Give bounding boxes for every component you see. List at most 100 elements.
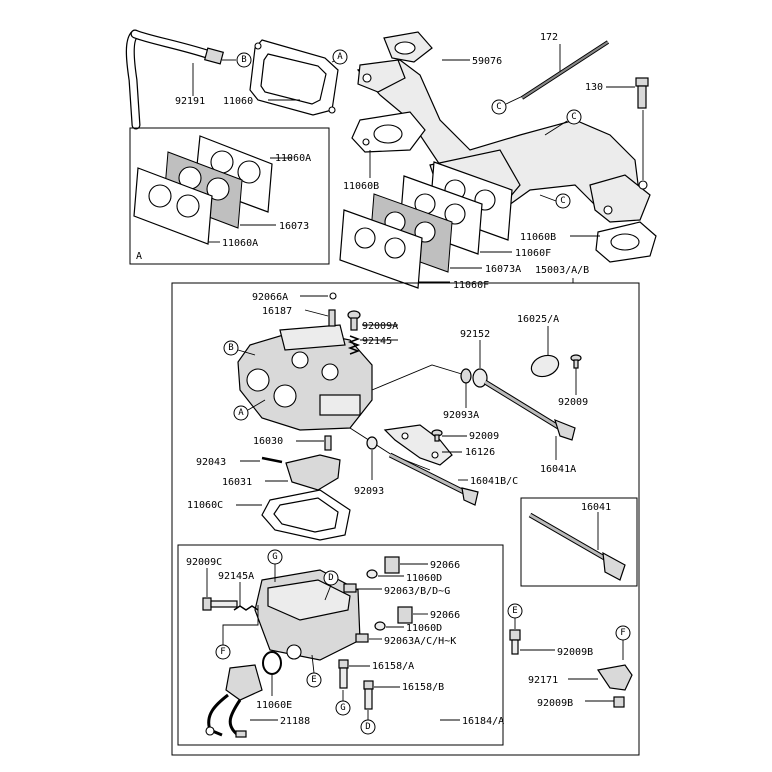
callout-g-jet: G <box>335 700 351 716</box>
part-label-92009c: 92009C <box>186 557 222 568</box>
part-label-92009b-lower: 92009B <box>537 698 573 709</box>
svg-text:E: E <box>311 675 316 685</box>
part-label-92066a: 92066A <box>252 292 288 303</box>
part-label-inset-11060a-1: 11060A <box>275 153 311 164</box>
part-label-92145a: 92145A <box>218 571 254 582</box>
washer-92093 <box>366 436 378 450</box>
plug-92066-lower <box>355 606 413 643</box>
callout-b-carb: B <box>223 340 239 356</box>
shaft-16041 <box>528 512 626 581</box>
svg-text:C: C <box>571 112 576 122</box>
gasket-11060 <box>249 39 339 116</box>
callout-f-right: F <box>615 625 631 641</box>
inset-box-a <box>129 127 330 265</box>
part-label-92063bdg: 92063/B/D~G <box>384 586 450 597</box>
screw-92009-middle <box>431 429 443 442</box>
part-label-92066-lower: 92066 <box>430 610 460 621</box>
plate-16126 <box>383 424 453 466</box>
part-label-16030: 16030 <box>253 436 283 447</box>
leader-d-bowl <box>324 584 332 601</box>
breather-hose <box>125 29 225 130</box>
inset-box-16041 <box>520 497 638 587</box>
leader-b-carb <box>237 349 256 356</box>
svg-text:C: C <box>560 196 565 206</box>
part-label-11060d-upper: 11060D <box>406 573 442 584</box>
part-label-16073a: 16073A <box>485 264 521 275</box>
jet-16158a <box>338 659 349 689</box>
part-label-16158a: 16158/A <box>372 661 414 672</box>
plug-92066a <box>329 292 337 300</box>
part-label-92043: 92043 <box>196 457 226 468</box>
part-label-130: 130 <box>585 82 603 93</box>
callout-c-2: C <box>566 109 582 125</box>
part-label-15003: 15003/A/B <box>535 265 589 276</box>
carburetor-body <box>237 324 373 431</box>
shaft-16041bc <box>388 452 479 506</box>
svg-text:D: D <box>365 722 370 732</box>
leader-f-bowl <box>222 605 259 645</box>
float-16031 <box>285 454 341 491</box>
callout-f-bowl: F <box>215 644 231 660</box>
callout-c-1: C <box>491 99 507 115</box>
leader-16187 <box>304 309 329 317</box>
gasket-11060c <box>261 489 351 541</box>
svg-text:E: E <box>512 606 517 616</box>
leader-c-2 <box>544 120 568 136</box>
part-label-16126: 16126 <box>465 447 495 458</box>
inset-gasket-middle <box>163 151 243 229</box>
callout-a-top: A <box>332 49 348 65</box>
svg-text:G: G <box>340 703 345 713</box>
stud-172 <box>520 40 610 100</box>
screw-92009a <box>347 310 361 331</box>
svg-text:G: G <box>272 552 277 562</box>
part-label-11060c: 11060C <box>187 500 223 511</box>
part-label-11060e: 11060E <box>256 700 292 711</box>
part-label-16031: 16031 <box>222 477 252 488</box>
jet-16187 <box>328 309 336 327</box>
gasket-stack-front <box>339 209 423 289</box>
screw-92009b-upper <box>509 629 521 655</box>
pin-92043 <box>261 456 283 464</box>
spring-92145a <box>233 605 259 611</box>
screw-92009b-lower <box>613 696 625 708</box>
part-label-92066-upper: 92066 <box>430 560 460 571</box>
callout-e-bowl: E <box>306 672 322 688</box>
svg-text:F: F <box>620 628 625 638</box>
callout-d-jet: D <box>360 719 376 735</box>
shaft-16041a <box>483 379 576 441</box>
svg-text:A: A <box>238 408 244 418</box>
part-label-11060f-2: 11060F <box>453 280 489 291</box>
float-bowl-box <box>177 544 504 746</box>
part-label-16187: 16187 <box>262 306 292 317</box>
svg-text:D: D <box>328 573 333 583</box>
leader-c-3 <box>539 194 557 202</box>
part-label-92093a: 92093A <box>443 410 479 421</box>
svg-text:B: B <box>241 55 246 65</box>
callout-g-bowl: G <box>267 549 283 565</box>
part-label-92063achk: 92063A/C/H~K <box>384 636 456 647</box>
spring-92145 <box>347 335 361 355</box>
leader-a-carb <box>247 399 266 411</box>
plug-92066-upper <box>343 556 400 593</box>
part-label-16041a: 16041A <box>540 464 576 475</box>
inset-gasket-front <box>133 167 213 245</box>
part-label-92191: 92191 <box>175 96 205 107</box>
callout-e-right: E <box>507 603 523 619</box>
part-label-16025: 16025/A <box>517 314 559 325</box>
part-label-inset-16073: 16073 <box>279 221 309 232</box>
callout-b-top: B <box>236 52 252 68</box>
part-label-11060b-right: 11060B <box>520 232 556 243</box>
part-label-92009-right: 92009 <box>558 397 588 408</box>
float-bowl <box>254 569 361 661</box>
callout-c-3: C <box>555 193 571 209</box>
part-label-16184a: 16184/A <box>462 716 504 727</box>
needle-16030 <box>324 435 332 451</box>
solenoid-21188 <box>205 664 263 738</box>
bolt-130 <box>635 77 649 109</box>
oring-11060e <box>262 651 282 675</box>
screw-92009c <box>202 597 238 611</box>
inset-box-a-label: A <box>136 251 142 262</box>
part-label-inset-11060a-2: 11060A <box>222 238 258 249</box>
part-label-92145: 92145 <box>362 336 392 347</box>
plate-16025 <box>530 354 560 378</box>
